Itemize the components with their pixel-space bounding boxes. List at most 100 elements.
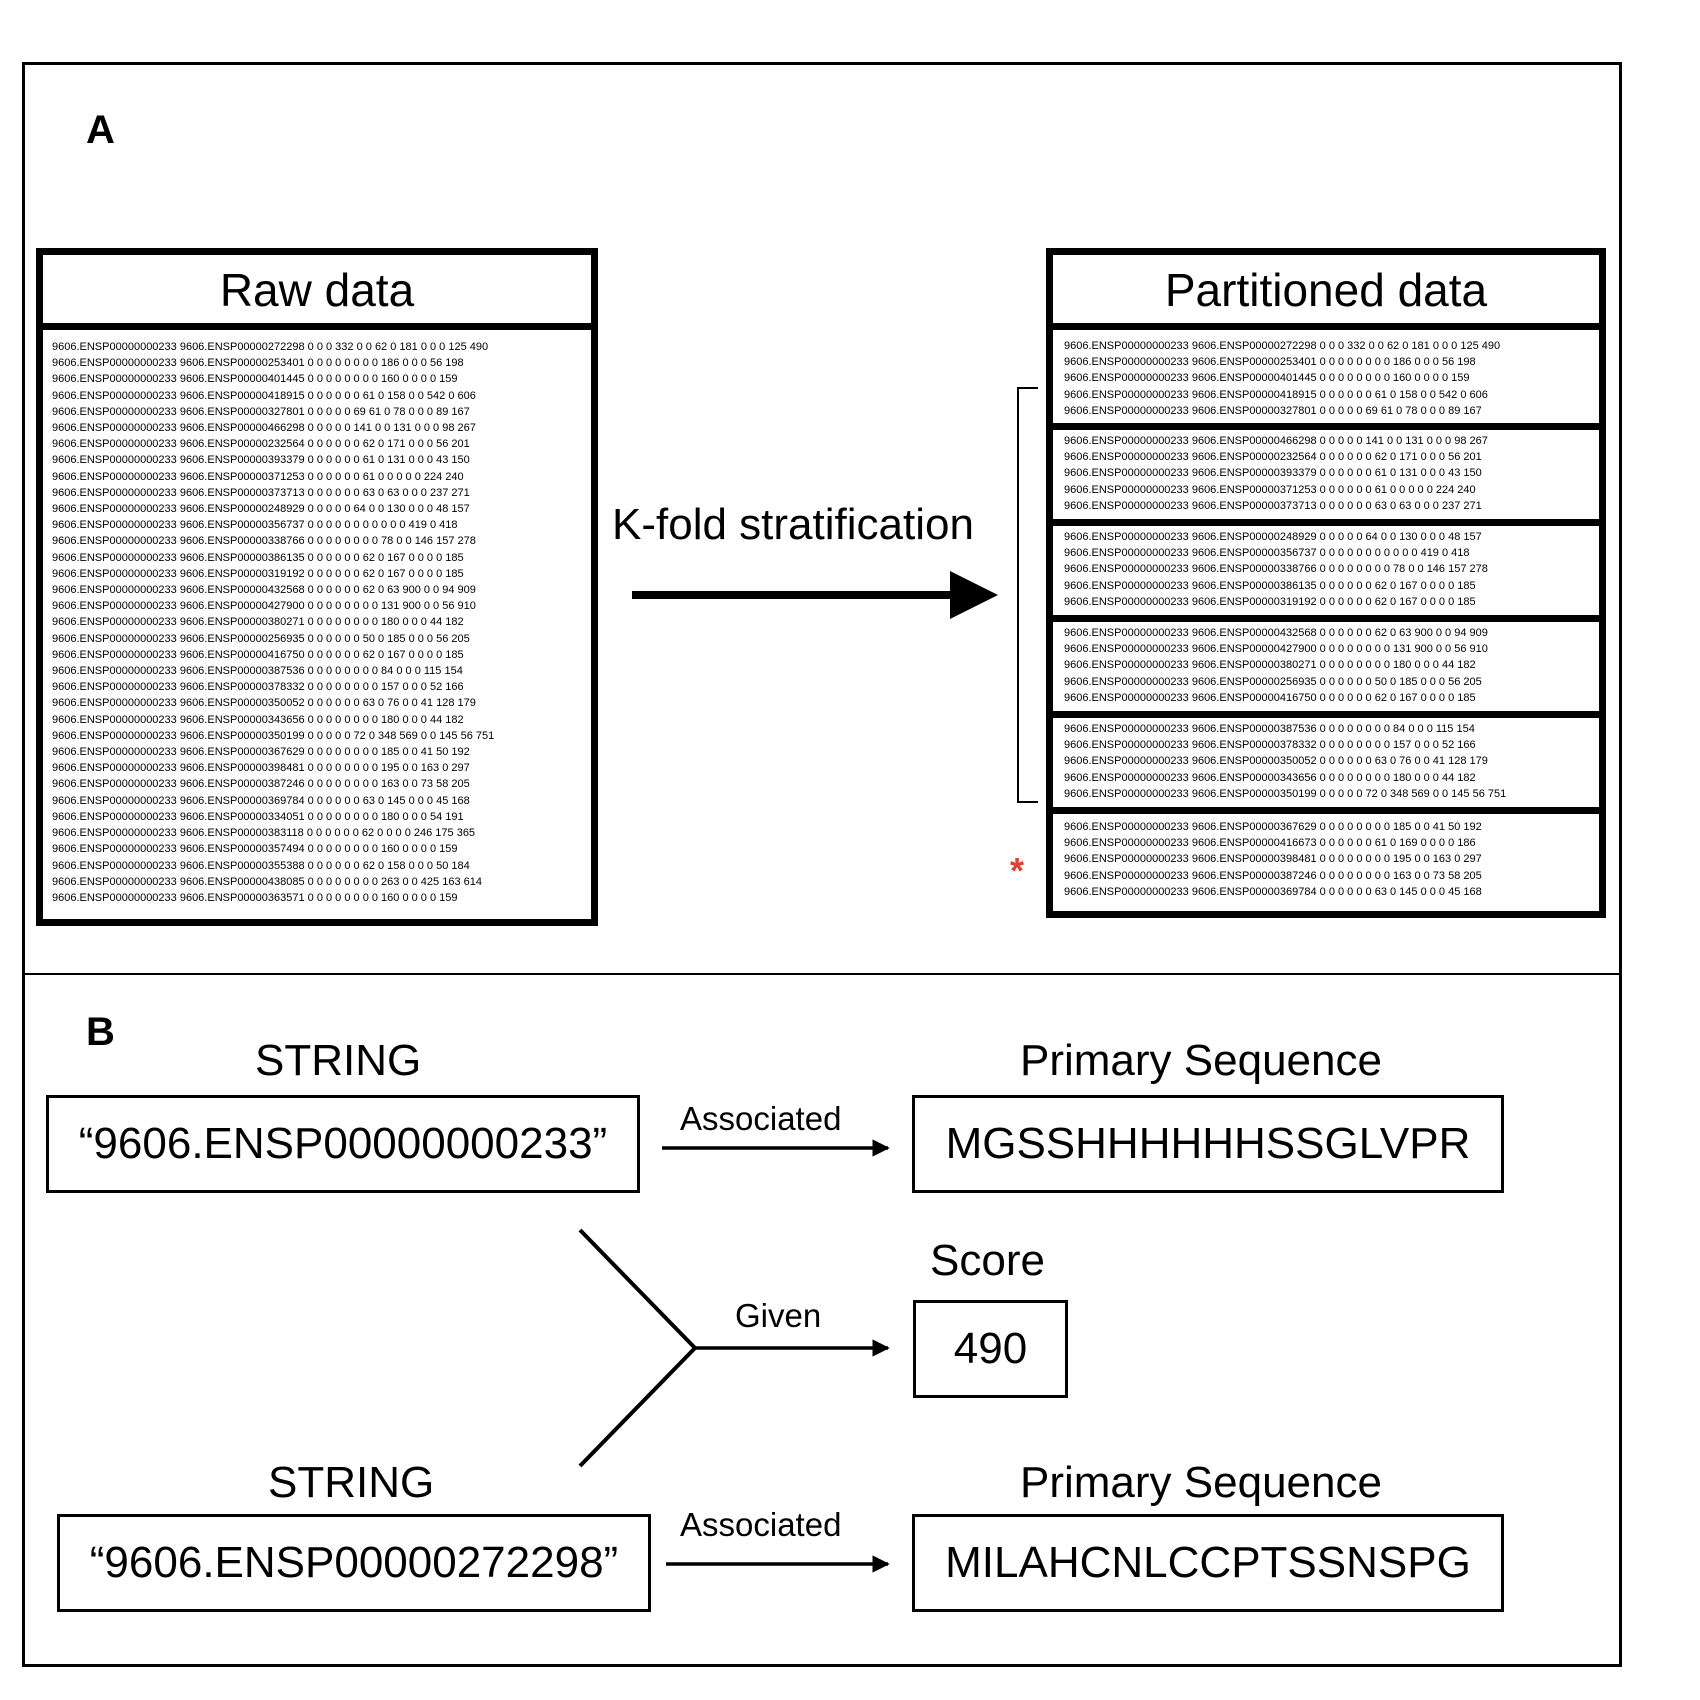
raw-data-row: 9606.ENSP00000000233 9606.ENSP0000033405…: [52, 810, 464, 823]
fold-4: 9606.ENSP00000000233 9606.ENSP0000043256…: [1064, 625, 1488, 706]
raw-data-row: 9606.ENSP00000000233 9606.ENSP0000036762…: [52, 746, 470, 759]
raw-data-row: 9606.ENSP00000000233 9606.ENSP0000040144…: [52, 373, 458, 386]
fold-row: 9606.ENSP00000000233 9606.ENSP0000038753…: [1064, 723, 1475, 735]
fold-row: 9606.ENSP00000000233 9606.ENSP0000035019…: [1064, 787, 1507, 800]
primary-sequence-label-top: Primary Sequence: [1020, 1036, 1382, 1085]
fold-separator: [1053, 711, 1599, 718]
string-label-top: STRING: [255, 1036, 422, 1085]
raw-data-row: 9606.ENSP00000000233 9606.ENSP0000035538…: [52, 859, 470, 872]
fold-separator: [1053, 807, 1599, 814]
holdout-marker: *: [1010, 850, 1025, 891]
raw-data-row: 9606.ENSP00000000233 9606.ENSP0000039337…: [52, 454, 470, 467]
raw-data-row: 9606.ENSP00000000233 9606.ENSP0000025693…: [52, 632, 470, 645]
raw-data-row: 9606.ENSP00000000233 9606.ENSP0000038724…: [52, 778, 470, 791]
fold-5: 9606.ENSP00000000233 9606.ENSP0000038753…: [1064, 721, 1506, 802]
fold-row: 9606.ENSP00000000233 9606.ENSP0000023256…: [1064, 451, 1482, 464]
raw-data-row: 9606.ENSP00000000233 9606.ENSP0000038613…: [52, 551, 464, 564]
fold-row: 9606.ENSP00000000233 9606.ENSP0000041891…: [1064, 388, 1488, 401]
raw-data-row: 9606.ENSP00000000233 9606.ENSP0000027229…: [52, 341, 489, 353]
fold-row: 9606.ENSP00000000233 9606.ENSP0000039848…: [1064, 853, 1482, 866]
fold-row: 9606.ENSP00000000233 9606.ENSP0000036762…: [1064, 821, 1482, 833]
string-id-box-top: “9606.ENSP00000000233”: [46, 1095, 640, 1193]
partitioned-data-title: Partitioned data: [1053, 255, 1599, 330]
training-folds-bracket: [1017, 387, 1038, 803]
panel-a-label: A: [86, 108, 115, 152]
fold-row: 9606.ENSP00000000233 9606.ENSP0000046629…: [1064, 435, 1488, 447]
given-label: Given: [735, 1297, 822, 1334]
raw-data-row: 9606.ENSP00000000233 9606.ENSP0000024892…: [52, 503, 470, 516]
fold-6: 9606.ENSP00000000233 9606.ENSP0000036762…: [1064, 819, 1482, 900]
raw-data-row: 9606.ENSP00000000233 9606.ENSP0000038311…: [52, 827, 476, 840]
partitioned-data-box: Partitioned data 9606.ENSP00000000233 96…: [1046, 248, 1606, 918]
raw-data-row: 9606.ENSP00000000233 9606.ENSP0000035019…: [52, 729, 495, 742]
panel-b-label: B: [86, 1010, 115, 1054]
raw-data-row: 9606.ENSP00000000233 9606.ENSP0000033876…: [52, 535, 476, 548]
score-box: 490: [913, 1300, 1068, 1398]
raw-data-row: 9606.ENSP00000000233 9606.ENSP0000032780…: [52, 405, 470, 418]
associated-label-top: Associated: [680, 1100, 842, 1137]
fold-row: 9606.ENSP00000000233 9606.ENSP0000025693…: [1064, 675, 1482, 688]
raw-data-row: 9606.ENSP00000000233 9606.ENSP0000035673…: [52, 519, 458, 532]
fold-row: 9606.ENSP00000000233 9606.ENSP0000038613…: [1064, 579, 1476, 592]
raw-data-row: 9606.ENSP00000000233 9606.ENSP0000037371…: [52, 486, 470, 499]
score-value: 490: [953, 1324, 1028, 1373]
fold-row: 9606.ENSP00000000233 9606.ENSP0000027229…: [1064, 340, 1501, 352]
fold-separator: [1053, 423, 1599, 430]
raw-data-row: 9606.ENSP00000000233 9606.ENSP0000041891…: [52, 389, 476, 402]
merge-line-upper: [578, 1228, 697, 1350]
fold-row: 9606.ENSP00000000233 9606.ENSP0000036978…: [1064, 885, 1482, 898]
raw-data-row: 9606.ENSP00000000233 9606.ENSP0000025340…: [52, 357, 464, 370]
fold-row: 9606.ENSP00000000233 9606.ENSP0000042790…: [1064, 643, 1488, 656]
fold-row: 9606.ENSP00000000233 9606.ENSP0000032780…: [1064, 404, 1482, 417]
fold-row: 9606.ENSP00000000233 9606.ENSP0000037125…: [1064, 483, 1476, 496]
fold-row: 9606.ENSP00000000233 9606.ENSP0000034365…: [1064, 771, 1476, 784]
string-id-bottom: “9606.ENSP00000272298”: [89, 1538, 619, 1587]
fold-row: 9606.ENSP00000000233 9606.ENSP0000043256…: [1064, 627, 1488, 639]
sequence-top: MGSSHHHHHHSSGLVPR: [945, 1119, 1471, 1168]
raw-data-row: 9606.ENSP00000000233 9606.ENSP0000037125…: [52, 470, 464, 483]
raw-data-row: 9606.ENSP00000000233 9606.ENSP0000041675…: [52, 648, 464, 661]
raw-data-row: 9606.ENSP00000000233 9606.ENSP0000035749…: [52, 843, 458, 856]
fold-row: 9606.ENSP00000000233 9606.ENSP0000025340…: [1064, 356, 1476, 369]
sequence-box-bottom: MILAHCNLCCPTSSNSPG: [912, 1514, 1504, 1612]
fold-1: 9606.ENSP00000000233 9606.ENSP0000027229…: [1064, 338, 1500, 419]
fold-row: 9606.ENSP00000000233 9606.ENSP0000041667…: [1064, 837, 1476, 850]
fold-row: 9606.ENSP00000000233 9606.ENSP0000039337…: [1064, 467, 1482, 480]
raw-data-row: 9606.ENSP00000000233 9606.ENSP0000039848…: [52, 762, 470, 775]
associated-label-bottom: Associated: [680, 1506, 842, 1543]
primary-sequence-label-bottom: Primary Sequence: [1020, 1458, 1382, 1507]
sequence-box-top: MGSSHHHHHHSSGLVPR: [912, 1095, 1504, 1193]
raw-data-row: 9606.ENSP00000000233 9606.ENSP0000043256…: [52, 584, 476, 597]
fold-row: 9606.ENSP00000000233 9606.ENSP0000040144…: [1064, 372, 1470, 385]
fold-row: 9606.ENSP00000000233 9606.ENSP0000041675…: [1064, 691, 1476, 704]
raw-data-row: 9606.ENSP00000000233 9606.ENSP0000036357…: [52, 891, 458, 904]
raw-data-row: 9606.ENSP00000000233 9606.ENSP0000038753…: [52, 665, 463, 678]
fold-row: 9606.ENSP00000000233 9606.ENSP0000037833…: [1064, 739, 1476, 752]
raw-data-box: Raw data 9606.ENSP00000000233 9606.ENSP0…: [36, 248, 598, 926]
raw-data-row: 9606.ENSP00000000233 9606.ENSP0000031919…: [52, 567, 464, 580]
sequence-bottom: MILAHCNLCCPTSSNSPG: [945, 1538, 1471, 1587]
fold-row: 9606.ENSP00000000233 9606.ENSP0000038027…: [1064, 659, 1476, 672]
string-label-bottom: STRING: [268, 1458, 435, 1507]
fold-separator: [1053, 519, 1599, 526]
string-id-top: “9606.ENSP00000000233”: [78, 1119, 608, 1168]
panel-divider: [22, 973, 1622, 975]
raw-data-row: 9606.ENSP00000000233 9606.ENSP0000034365…: [52, 713, 464, 726]
score-label: Score: [930, 1236, 1045, 1285]
raw-data-row: 9606.ENSP00000000233 9606.ENSP0000037833…: [52, 681, 464, 694]
kfold-label: K-fold stratification: [612, 500, 974, 549]
fold-row: 9606.ENSP00000000233 9606.ENSP0000024892…: [1064, 531, 1482, 543]
raw-data-rows: 9606.ENSP00000000233 9606.ENSP0000027229…: [43, 330, 591, 906]
fold-separator: [1053, 615, 1599, 622]
figure-frame: [22, 62, 1622, 1667]
fold-2: 9606.ENSP00000000233 9606.ENSP0000046629…: [1064, 433, 1488, 514]
raw-data-row: 9606.ENSP00000000233 9606.ENSP0000038027…: [52, 616, 464, 629]
raw-data-row: 9606.ENSP00000000233 9606.ENSP0000042790…: [52, 600, 476, 613]
merge-line-lower: [578, 1346, 697, 1468]
raw-data-row: 9606.ENSP00000000233 9606.ENSP0000023256…: [52, 438, 470, 451]
fold-row: 9606.ENSP00000000233 9606.ENSP0000035673…: [1064, 547, 1470, 560]
raw-data-title: Raw data: [43, 255, 591, 330]
fold-row: 9606.ENSP00000000233 9606.ENSP0000038724…: [1064, 869, 1482, 882]
fold-3: 9606.ENSP00000000233 9606.ENSP0000024892…: [1064, 529, 1488, 610]
